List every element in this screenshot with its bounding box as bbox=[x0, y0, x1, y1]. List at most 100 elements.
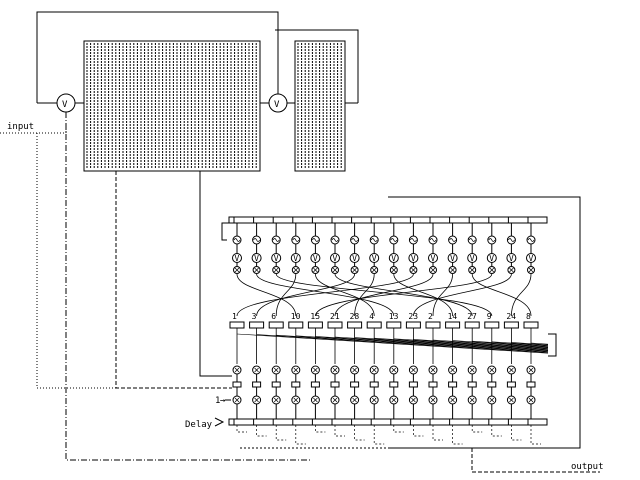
stair-wire bbox=[315, 336, 549, 352]
secondary-return bbox=[275, 29, 359, 103]
mult-x bbox=[469, 397, 475, 403]
mult-x bbox=[332, 367, 338, 373]
side-feed-left bbox=[221, 222, 229, 241]
tap-register-icon bbox=[249, 321, 265, 329]
feedback-adder-symbol: V bbox=[274, 100, 280, 110]
mult-x bbox=[293, 367, 299, 373]
delay-arrow-icon bbox=[214, 417, 225, 427]
mult-x bbox=[352, 397, 357, 403]
crossover-wire bbox=[471, 273, 532, 317]
summing-node-glyph: V bbox=[313, 254, 318, 263]
crossover-wire bbox=[413, 273, 512, 317]
mult-x bbox=[450, 397, 455, 403]
stair-wire bbox=[354, 337, 549, 350]
summing-node-glyph: V bbox=[293, 254, 298, 263]
mult-x bbox=[411, 267, 416, 273]
unit-input-label: 1 bbox=[215, 396, 220, 406]
summing-node-glyph: V bbox=[489, 254, 494, 263]
tap-number: 1 bbox=[232, 312, 237, 321]
mult-x bbox=[469, 267, 475, 273]
mult-x bbox=[352, 267, 357, 273]
crossover-wire bbox=[334, 273, 434, 317]
stair-wire bbox=[511, 342, 549, 346]
crossover-wire bbox=[236, 273, 414, 317]
input-route bbox=[0, 112, 67, 134]
crossover-wire bbox=[315, 273, 375, 317]
summing-node-glyph: V bbox=[431, 254, 436, 263]
sine-wave-glyph bbox=[468, 238, 476, 242]
output-sum-wire bbox=[491, 425, 502, 437]
mult-x bbox=[273, 267, 279, 273]
mult-x bbox=[254, 367, 259, 373]
stair-wire bbox=[374, 337, 549, 350]
latch-box bbox=[428, 381, 438, 388]
tap-register-icon bbox=[503, 321, 519, 329]
output-sum-wire bbox=[393, 425, 404, 433]
latch-box bbox=[467, 381, 477, 388]
latch-box bbox=[252, 381, 262, 388]
tap-register-icon bbox=[229, 321, 245, 329]
tap-number: 14 bbox=[448, 312, 458, 321]
output-sum-wire bbox=[315, 425, 326, 433]
sine-wave-glyph bbox=[527, 238, 535, 242]
latch-box bbox=[369, 381, 379, 388]
summing-node-glyph: V bbox=[352, 254, 357, 263]
summing-node-glyph: V bbox=[235, 254, 240, 263]
mult-x bbox=[509, 267, 514, 273]
mult-x bbox=[411, 367, 416, 373]
summing-node-glyph: V bbox=[391, 254, 396, 263]
mult-x bbox=[273, 397, 279, 403]
mult-x bbox=[391, 267, 397, 273]
sine-wave-glyph bbox=[312, 238, 319, 242]
stair-wire bbox=[491, 341, 549, 346]
mult-x bbox=[509, 397, 514, 403]
latch-box bbox=[408, 381, 418, 388]
tap-register-icon bbox=[523, 321, 539, 329]
stair-wire bbox=[452, 340, 549, 347]
sine-wave-glyph bbox=[351, 238, 358, 242]
output-sum-wire bbox=[452, 425, 463, 445]
mult-x bbox=[391, 397, 397, 403]
mult-x bbox=[332, 397, 338, 403]
latch-box bbox=[389, 381, 399, 388]
mult-x bbox=[450, 367, 455, 373]
mult-x bbox=[489, 397, 495, 403]
output-sum-wire bbox=[354, 425, 365, 441]
mult-x bbox=[254, 267, 259, 273]
tap-number: 2 bbox=[428, 312, 433, 321]
latch-box bbox=[526, 381, 536, 388]
mult-x bbox=[371, 267, 377, 273]
mult-x bbox=[509, 367, 514, 373]
secondary-tap-route bbox=[199, 171, 232, 377]
tap-number: 15 bbox=[310, 312, 320, 321]
mult-x bbox=[489, 367, 495, 373]
tap-register-icon bbox=[327, 321, 343, 329]
crossover-wire bbox=[354, 273, 375, 317]
mult-x bbox=[430, 397, 436, 403]
mult-x bbox=[371, 397, 377, 403]
stair-wire bbox=[276, 334, 549, 353]
output-sum-wire bbox=[275, 425, 287, 441]
crossover-wire bbox=[275, 273, 297, 317]
sine-wave-glyph bbox=[370, 238, 378, 242]
mult-x bbox=[528, 267, 534, 273]
mult-x bbox=[293, 397, 299, 403]
mult-x bbox=[234, 397, 240, 403]
tap-register-icon bbox=[288, 321, 304, 329]
crossover-wire bbox=[256, 273, 355, 317]
mult-x bbox=[332, 267, 338, 273]
tap-register-icon bbox=[347, 321, 363, 329]
latch-box bbox=[487, 381, 497, 388]
tap-number: 21 bbox=[330, 312, 340, 321]
main-delay-line-frame bbox=[83, 40, 261, 172]
stair-wire bbox=[413, 339, 549, 349]
stair-wire bbox=[432, 339, 549, 348]
delay-line-blocks bbox=[83, 40, 346, 172]
crossover-wire bbox=[315, 273, 493, 317]
latch-box bbox=[448, 381, 458, 388]
stair-wire bbox=[295, 335, 549, 352]
tap-number: 9 bbox=[487, 312, 492, 321]
mult-x bbox=[411, 397, 416, 403]
